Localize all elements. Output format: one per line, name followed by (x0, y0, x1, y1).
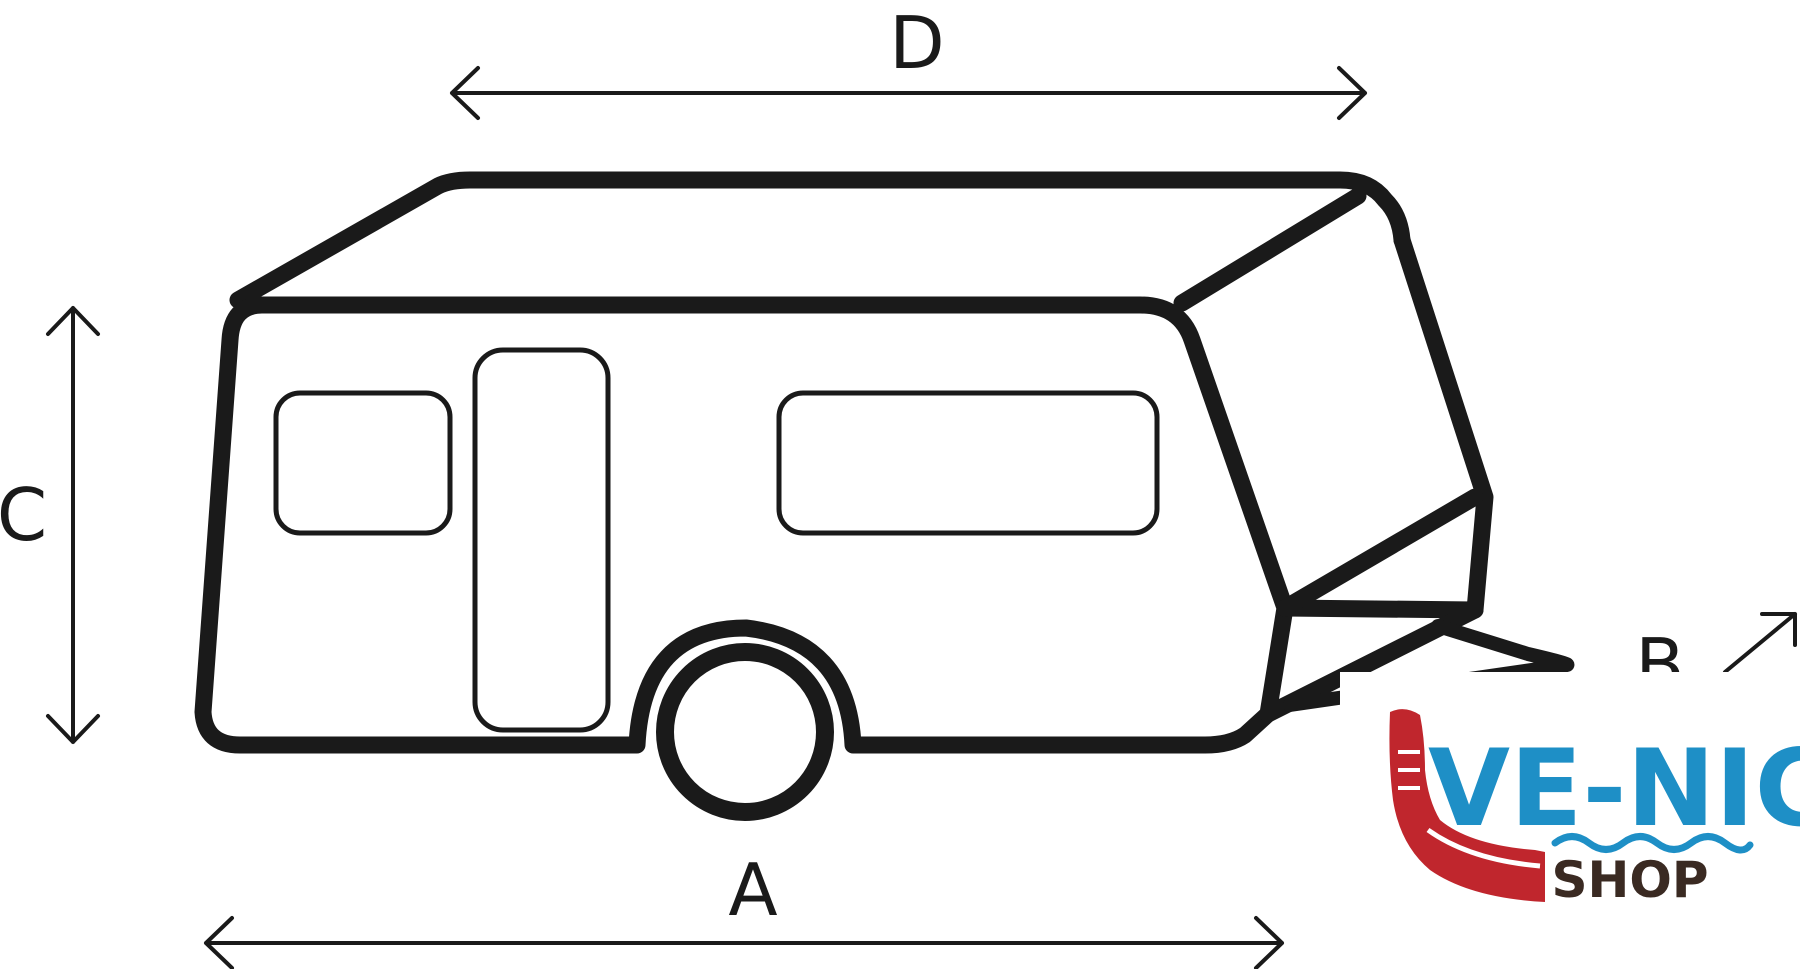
window-rear (273, 390, 453, 536)
dimension-arrow-b (1723, 612, 1797, 674)
caravan-roof (229, 171, 1411, 309)
logo-brand: VE-NICE (1428, 727, 1800, 850)
label-d: D (889, 1, 944, 85)
label-a: A (728, 848, 777, 932)
tow-hitch (1283, 619, 1575, 712)
wave-icon (1551, 833, 1754, 854)
caravan-roof-front-edge (1173, 187, 1367, 312)
dimension-arrows (46, 66, 1797, 969)
logo-brand-text: VE-NICE (1428, 727, 1800, 850)
gondola-comb-icon (1398, 750, 1420, 790)
caravan-nose (1276, 231, 1494, 619)
dimension-arrow-d (450, 66, 1367, 120)
dimension-arrow-a (204, 916, 1284, 969)
door (472, 347, 611, 733)
caravan-nose-top (1276, 488, 1484, 617)
logo-sub: SHOP (1551, 851, 1708, 909)
label-c: C (0, 473, 47, 557)
gondola-stripe-icon (1426, 827, 1541, 869)
caravan-drawing (194, 171, 1575, 821)
gondola-icon (1389, 709, 1545, 902)
caravan-body (194, 296, 1294, 754)
ve-nice-shop-logo: VE-NICE SHOP (1389, 709, 1800, 909)
window-front (776, 390, 1160, 536)
wheel (656, 643, 834, 821)
dimension-arrow-c (46, 306, 100, 744)
